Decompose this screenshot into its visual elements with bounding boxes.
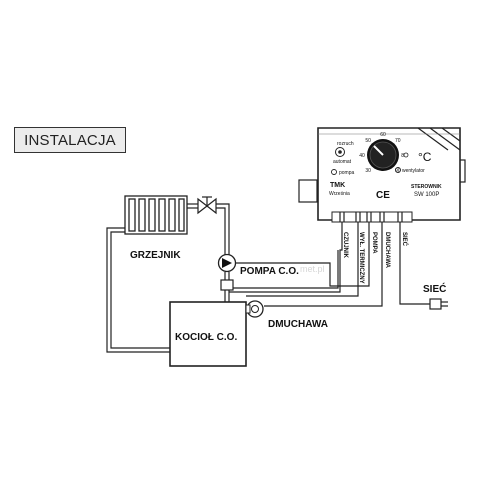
terminal-label-thermal-cutoff: WYŁ. TERMICZNY — [358, 232, 364, 284]
dial-scale-label: 30 — [365, 168, 371, 174]
blower-label: DMUCHAWA — [268, 319, 328, 330]
terminal-label-mains: SIEĆ — [401, 232, 409, 247]
dial-scale-label: 70 — [395, 138, 401, 144]
radiator-label: GRZEJNIK — [130, 250, 181, 261]
dial-indicator-dot — [403, 152, 409, 158]
watermark: met.pl — [300, 264, 325, 274]
radiator — [124, 195, 188, 235]
mains-label: SIEĆ — [423, 282, 446, 295]
diagram-title: INSTALACJA — [14, 127, 126, 153]
switch-label-2: automat — [333, 159, 352, 165]
controller-mount-tab — [298, 179, 318, 203]
blower-icon — [245, 300, 264, 318]
valve-icon — [197, 196, 217, 215]
wires — [229, 222, 430, 307]
boiler-label: KOCIOŁ C.O. — [175, 332, 237, 343]
ce-mark: CE — [376, 190, 390, 201]
terminal-label-sensor: CZUJNIK — [342, 232, 348, 259]
pump-led — [331, 169, 337, 175]
pump-led-label: pompa — [339, 170, 355, 176]
brand-city: Września — [329, 191, 350, 197]
controller-body — [317, 127, 461, 221]
pump-icon — [217, 253, 237, 273]
unit-celsius: °C — [418, 150, 432, 164]
pipes — [106, 203, 230, 353]
controller-unit: rozruch automat pompa wentylator 30 40 50 6… — [298, 127, 466, 284]
brand-logo: TMK — [330, 182, 345, 189]
plug-icon — [429, 298, 448, 310]
switch-label: rozruch — [337, 141, 354, 147]
fan-led — [395, 167, 401, 173]
dial-scale-label: 60 — [380, 132, 386, 138]
dial-scale-label: 50 — [365, 138, 371, 144]
model-line-1: STEROWNIK — [411, 184, 442, 190]
dial-scale-label: 40 — [359, 153, 365, 159]
temperature-dial[interactable] — [367, 139, 399, 171]
controller-hatch — [417, 127, 461, 151]
boiler — [169, 301, 247, 367]
fan-led-label: wentylator — [402, 168, 425, 174]
terminal-label-pump: POMPA — [371, 232, 377, 254]
terminal-block — [331, 211, 413, 223]
pump-label: POMPA C.O. — [240, 266, 299, 277]
sensor-housing — [220, 279, 234, 291]
terminal-label-blower: DMUCHAWA — [384, 232, 390, 269]
dial-scale-label: 90 — [395, 168, 401, 174]
model-line-2: SW 100P — [414, 192, 439, 198]
